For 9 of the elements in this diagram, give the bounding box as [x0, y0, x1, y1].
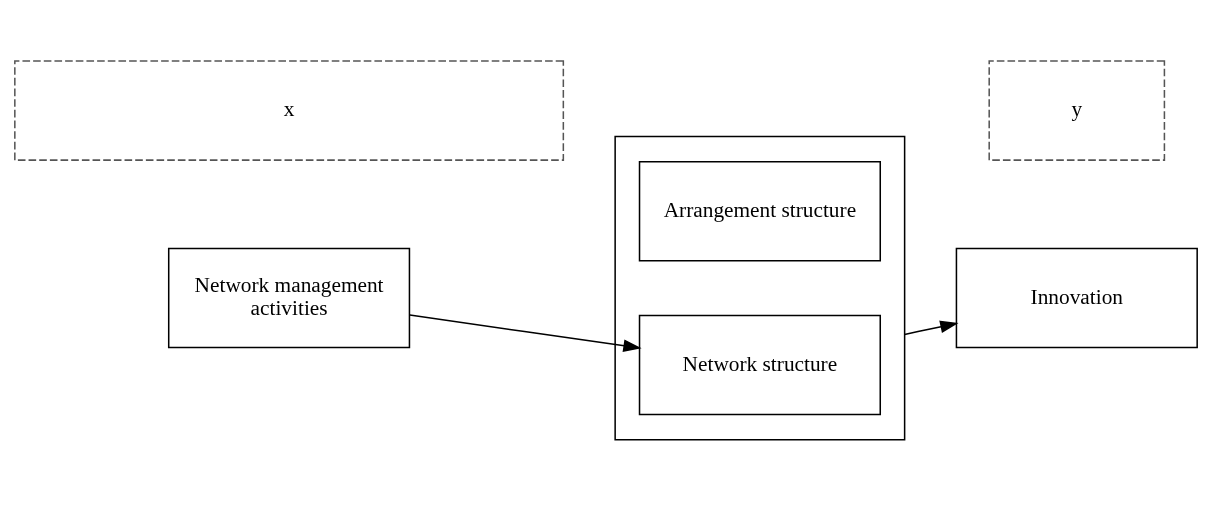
node-box: x	[14, 60, 565, 161]
cluster	[614, 135, 906, 441]
node-box: Arrangement structure	[638, 160, 881, 262]
node-box: Innovation	[955, 247, 1198, 349]
node-box: y	[988, 60, 1166, 161]
node-box: Network management activities	[167, 247, 411, 349]
arrow	[903, 320, 959, 336]
node-box: Network structure	[638, 314, 881, 416]
arrow	[409, 314, 642, 353]
